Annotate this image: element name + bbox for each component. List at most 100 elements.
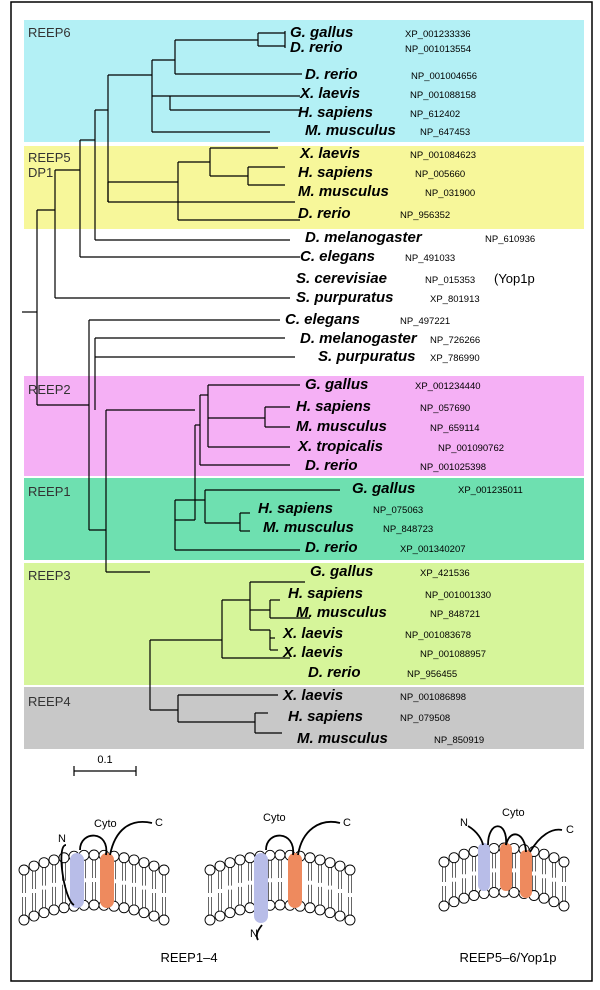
cyto-label-3: Cyto bbox=[502, 807, 525, 819]
helix-orange-4 bbox=[520, 850, 532, 898]
leaf-species-label: D. melanogaster bbox=[305, 229, 423, 246]
leaf-species-label: H. sapiens bbox=[298, 164, 373, 181]
leaf-species-label: X. laevis bbox=[282, 687, 343, 704]
leaf-species-label: X. laevis bbox=[299, 145, 360, 162]
lipid-tail bbox=[239, 865, 242, 905]
helix-blue-2 bbox=[254, 853, 268, 923]
leaf-accession-label: NP_015353 bbox=[425, 275, 475, 286]
leaf-accession-label: XP_001233336 bbox=[405, 29, 471, 40]
leaf-accession-label: NP_001004656 bbox=[411, 71, 477, 82]
leaf-accession-label: NP_001025398 bbox=[420, 462, 486, 473]
lipid-head bbox=[19, 865, 29, 875]
lipid-head bbox=[29, 911, 39, 921]
lipid-head bbox=[215, 911, 225, 921]
leaf-species-label: D. rerio bbox=[298, 205, 351, 222]
leaf-accession-label: NP_001001330 bbox=[425, 590, 491, 601]
lipid-head bbox=[305, 853, 315, 863]
leaf-species-label: H. sapiens bbox=[288, 708, 363, 725]
lipid-head bbox=[225, 908, 235, 918]
leaf-species-label: D. rerio bbox=[305, 539, 358, 556]
leaf-species-label: M. musculus bbox=[305, 122, 396, 139]
lipid-tail bbox=[43, 868, 46, 908]
lipid-head bbox=[149, 911, 159, 921]
leaf-species-label: H. sapiens bbox=[296, 398, 371, 415]
group-label-dp1: DP1 bbox=[28, 165, 53, 180]
c-terminus-label-1: C bbox=[155, 817, 163, 829]
leaf-accession-label: NP_850919 bbox=[434, 735, 484, 746]
lipid-tail bbox=[23, 875, 26, 915]
lipid-tail bbox=[463, 859, 466, 893]
leaf-accession-label: XP_001234440 bbox=[415, 381, 481, 392]
leaf-species-label: H. sapiens bbox=[258, 500, 333, 517]
lipid-head bbox=[129, 855, 139, 865]
lipid-head bbox=[245, 903, 255, 913]
leaf-accession-label: XP_786990 bbox=[430, 353, 480, 364]
leaf-accession-label: NP_001013554 bbox=[405, 44, 471, 55]
lipid-head bbox=[159, 865, 169, 875]
leaf-species-label: M. musculus bbox=[298, 183, 389, 200]
lipid-tail bbox=[93, 860, 96, 900]
leaf-accession-label: XP_001340207 bbox=[400, 544, 466, 555]
leaf-accession-label: NP_001088158 bbox=[410, 90, 476, 101]
lipid-head bbox=[19, 915, 29, 925]
lipid-head bbox=[345, 865, 355, 875]
scale-bar: 0.1 bbox=[74, 754, 136, 776]
lipid-tail bbox=[339, 871, 342, 911]
lipid-head bbox=[449, 853, 459, 863]
lipid-head bbox=[305, 903, 315, 913]
leaf-accession-label: NP_001083678 bbox=[405, 630, 471, 641]
lipid-tail bbox=[349, 875, 352, 915]
leaf-species-label: D. rerio bbox=[308, 664, 361, 681]
leaf-accession-label: NP_001090762 bbox=[438, 443, 504, 454]
leaf-species-label: X. laevis bbox=[299, 85, 360, 102]
leaf-species-label: X. laevis bbox=[282, 625, 343, 642]
group-label-reep6: REEP6 bbox=[28, 25, 71, 40]
cyto-label-2: Cyto bbox=[263, 812, 286, 824]
leaf-accession-label: NP_079508 bbox=[400, 713, 450, 724]
lipid-tail bbox=[473, 857, 476, 891]
leaf-accession-label: NP_647453 bbox=[420, 127, 470, 138]
leaf-species-label: X. tropicalis bbox=[297, 438, 383, 455]
lipid-tail bbox=[563, 867, 566, 901]
lipid-tail bbox=[163, 875, 166, 915]
leaf-accession-label: NP_659114 bbox=[430, 423, 479, 434]
lipid-tail bbox=[133, 865, 136, 905]
lipid-tail bbox=[229, 868, 232, 908]
lipid-tail bbox=[493, 853, 496, 887]
lipid-tail bbox=[553, 863, 556, 897]
leaf-accession-label: NP_610936 bbox=[485, 234, 535, 245]
leaf-accession-label: XP_421536 bbox=[420, 568, 470, 579]
group-label-reep5: REEP5 bbox=[28, 150, 71, 165]
lipid-head bbox=[439, 901, 449, 911]
lipid-head bbox=[559, 901, 569, 911]
leaf-accession-label: NP_848723 bbox=[383, 524, 433, 535]
lipid-tail bbox=[219, 871, 222, 911]
lipid-head bbox=[215, 861, 225, 871]
leaf-species-label: S. cerevisiae bbox=[296, 270, 387, 287]
lipid-head bbox=[469, 891, 479, 901]
lipid-head bbox=[539, 893, 549, 903]
leaf-species-label: G. gallus bbox=[310, 563, 373, 580]
leaf-species-label: D. melanogaster bbox=[300, 330, 418, 347]
lipid-tail bbox=[53, 865, 56, 905]
leaf-accession-label: NP_612402 bbox=[410, 109, 460, 120]
leaf-species-label: S. purpuratus bbox=[296, 289, 394, 306]
lipid-tail bbox=[209, 875, 212, 915]
lipid-head bbox=[139, 908, 149, 918]
lipid-head bbox=[29, 861, 39, 871]
lipid-head bbox=[459, 893, 469, 903]
lipid-head bbox=[549, 897, 559, 907]
helix-blue-3 bbox=[478, 843, 490, 891]
lipid-head bbox=[325, 858, 335, 868]
lipid-tail bbox=[269, 860, 272, 900]
lipid-head bbox=[539, 849, 549, 859]
lipid-head bbox=[325, 908, 335, 918]
leaf-accession-label: NP_031900 bbox=[425, 188, 475, 199]
leaf-accession-label: NP_491033 bbox=[405, 253, 455, 264]
leaf-accession-label: XP_001235011 bbox=[458, 485, 523, 496]
lipid-head bbox=[205, 865, 215, 875]
leaf-accession-label: NP_497221 bbox=[400, 316, 450, 327]
lipid-head bbox=[335, 861, 345, 871]
